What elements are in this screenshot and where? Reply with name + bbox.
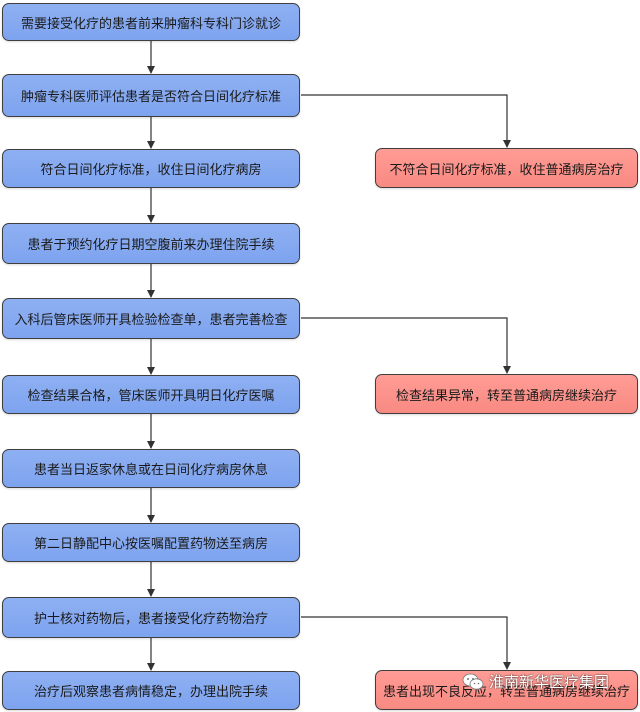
step-3-box: 符合日间化疗标准，收住日间化疗病房 xyxy=(2,149,300,188)
step-6-alt-box: 检查结果异常，转至普通病房继续治疗 xyxy=(375,374,638,414)
step-3-alt-box: 不符合日间化疗标准，收住普通病房治疗 xyxy=(375,148,638,188)
wechat-icon xyxy=(462,673,484,690)
watermark: 淮南新华医疗集团 xyxy=(462,671,609,692)
step-6-box: 检查结果合格，管床医师开具明日化疗医嘱 xyxy=(2,375,300,414)
step-9-box: 护士核对药物后，患者接受化疗药物治疗 xyxy=(2,597,300,638)
step-7-box: 患者当日返家休息或在日间化疗病房休息 xyxy=(2,449,300,488)
connector-5-6alt xyxy=(301,317,511,374)
step-8-box: 第二日静配中心按医嘱配置药物送至病房 xyxy=(2,523,300,562)
step-2-box: 肿瘤专科医师评估患者是否符合日间化疗标准 xyxy=(2,74,300,117)
connector-2-3alt xyxy=(301,94,511,148)
step-1-box: 需要接受化疗的患者前来肿瘤科专科门诊就诊 xyxy=(2,3,300,41)
step-5-box: 入科后管床医师开具检验检查单，患者完善检查 xyxy=(2,298,300,339)
watermark-text: 淮南新华医疗集团 xyxy=(489,673,610,691)
step-4-box: 患者于预约化疗日期空腹前来办理住院手续 xyxy=(2,223,300,264)
step-10-box: 治疗后观察患者病情稳定，办理出院手续 xyxy=(2,671,300,710)
connector-9-10alt xyxy=(301,616,511,670)
step-10-alt-box: 患者出现不良反应，转至普通病房继续治疗 xyxy=(375,670,638,710)
